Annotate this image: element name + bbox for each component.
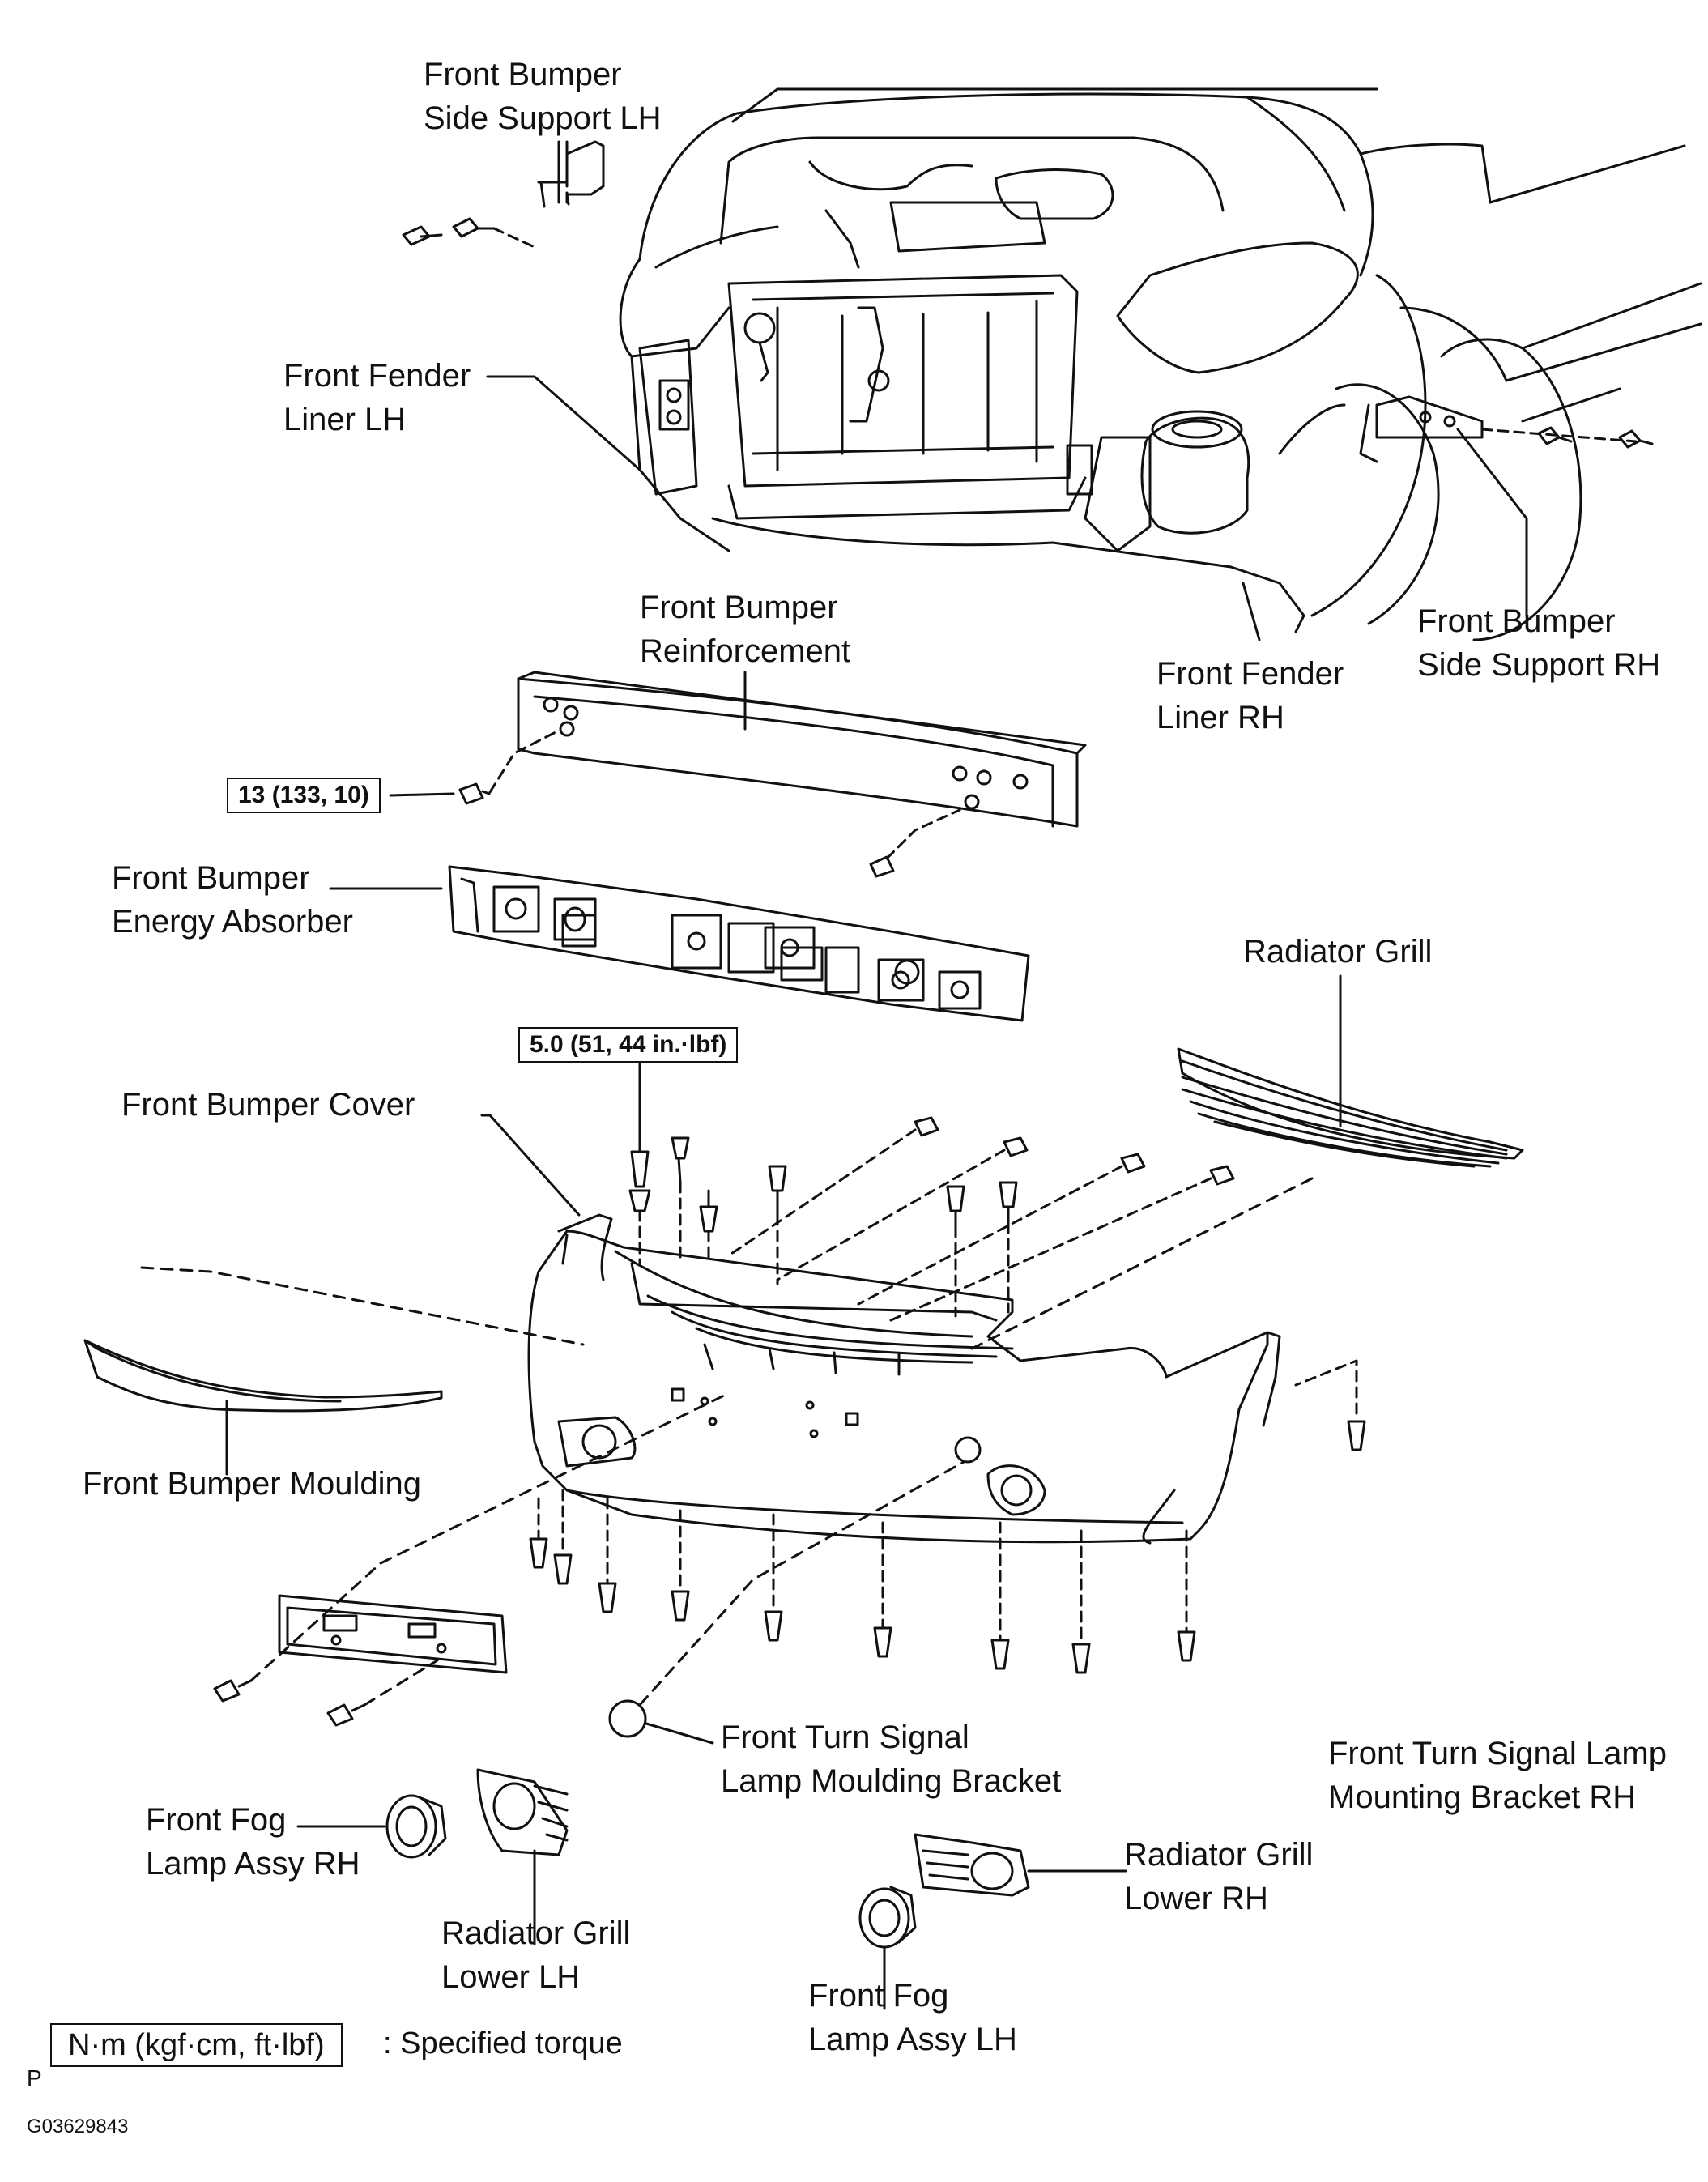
cover-bottom-fasteners (529, 1359, 1366, 1674)
label-fog-lamp-rh: Front Fog Lamp Assy RH (146, 1802, 360, 1882)
radiator-grill-part (1177, 1047, 1524, 1168)
label-fender-liner-rh: Front Fender Liner RH (1156, 656, 1344, 735)
grill-lower-rh-part (914, 1833, 1127, 1897)
label-radiator-grill: Radiator Grill (1243, 934, 1433, 970)
fender-liner-rh-leader (1242, 582, 1261, 641)
energy-absorber-part (448, 865, 1030, 1022)
label-side-support-rh: Front Bumper Side Support RH (1417, 603, 1661, 683)
torque-leader-reinforcement (389, 792, 455, 797)
torque-box-cover-clip: 5.0 (51, 44 in.·lbf) (518, 1027, 739, 1063)
grill-lower-lh-part (476, 1768, 569, 1945)
legend-prefix: P (27, 2065, 42, 2090)
plate-bracket-part (213, 1391, 730, 1727)
label-grill-lower-lh: Radiator Grill Lower LH (441, 1916, 631, 1995)
bumper-cover-leader (480, 1114, 581, 1217)
fender-liner-lh-leader (486, 375, 641, 471)
cover-top-fasteners (628, 1051, 1235, 1322)
label-turn-signal-mounting-bracket-rh: Front Turn Signal Lamp Mounting Bracket … (1328, 1736, 1667, 1815)
legend-torque-box: N·m (kgf·cm, ft·lbf) (50, 2023, 343, 2067)
grill-dash-line (970, 1177, 1314, 1350)
label-energy-absorber: Front Bumper Energy Absorber (112, 860, 353, 940)
fog-lamp-rh-part (296, 1794, 447, 1859)
bumper-moulding-part (83, 1339, 443, 1413)
side-support-rh-bolts (1480, 426, 1654, 449)
label-bumper-moulding: Front Bumper Moulding (83, 1466, 421, 1502)
torque-box-reinforcement: 13 (133, 10) (227, 778, 381, 813)
side-support-lh-part (402, 140, 605, 249)
legend-text: : Specified torque (383, 2026, 623, 2061)
figure-id: G03629843 (27, 2116, 129, 2137)
vehicle-front-end (619, 87, 1702, 641)
label-fog-lamp-lh: Front Fog Lamp Assy LH (808, 1978, 1017, 2057)
turn-signal-moulding-bracket-part (608, 1460, 965, 1745)
side-support-rh-leader (1456, 428, 1528, 617)
label-reinforcement: Front Bumper Reinforcement (640, 590, 851, 669)
label-side-support-lh: Front Bumper Side Support LH (424, 57, 662, 136)
label-bumper-cover: Front Bumper Cover (121, 1087, 415, 1123)
label-turn-signal-moulding-bracket: Front Turn Signal Lamp Moulding Bracket (721, 1720, 1062, 1799)
label-fender-liner-lh: Front Fender Liner LH (283, 358, 471, 437)
moulding-dash-line (140, 1266, 585, 1346)
fog-lamp-lh-part (858, 1886, 917, 2010)
bumper-reinforcement-part (458, 671, 1087, 878)
bumper-cover-part (527, 1213, 1281, 1545)
label-grill-lower-rh: Radiator Grill Lower RH (1124, 1837, 1314, 1916)
